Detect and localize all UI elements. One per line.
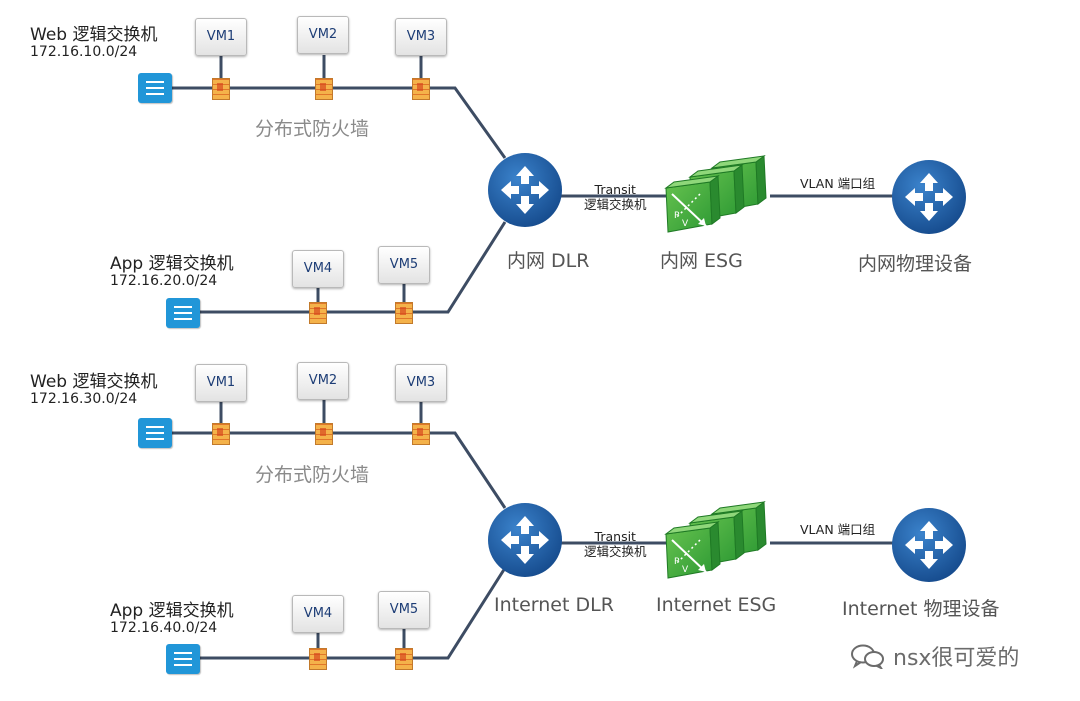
app-switch-subnet: 172.16.20.0/24 bbox=[110, 273, 218, 289]
firewall-icon bbox=[395, 648, 413, 670]
vm-box[interactable]: VM2 bbox=[297, 16, 349, 54]
transit-label-line2: 逻辑交换机 bbox=[584, 197, 647, 212]
vm-box[interactable]: VM5 bbox=[378, 591, 430, 629]
vm-box[interactable]: VM1 bbox=[195, 18, 247, 56]
physical-router-icon-top[interactable] bbox=[892, 160, 966, 234]
vm-box[interactable]: VM3 bbox=[395, 364, 447, 402]
firewall-icon bbox=[309, 302, 327, 324]
firewall-icon bbox=[212, 423, 230, 445]
physical-device-label: Internet 物理设备 bbox=[842, 598, 1000, 620]
vlan-label: VLAN 端口组 bbox=[800, 176, 876, 191]
firewall-icon bbox=[412, 423, 430, 445]
app-switch-title: App 逻辑交换机 bbox=[110, 254, 234, 274]
firewall-icon bbox=[412, 78, 430, 100]
dlr-router-icon-bottom[interactable] bbox=[488, 503, 562, 577]
web-switch-title: Web 逻辑交换机 bbox=[30, 372, 158, 392]
transit-label-line1: Transit bbox=[594, 182, 636, 197]
firewall-icon bbox=[315, 78, 333, 100]
app-logical-switch-icon[interactable] bbox=[166, 644, 200, 674]
dlr-label: Internet DLR bbox=[494, 594, 614, 616]
dlr-label: 内网 DLR bbox=[507, 250, 590, 272]
vm-box[interactable]: VM2 bbox=[297, 362, 349, 400]
transit-label: Transit 逻辑交换机 bbox=[584, 182, 647, 212]
app-switch-title: App 逻辑交换机 bbox=[110, 601, 234, 621]
dlr-router-icon-top[interactable] bbox=[488, 153, 562, 227]
wechat-icon bbox=[851, 644, 884, 671]
firewall-icon bbox=[309, 648, 327, 670]
vm-box[interactable]: VM1 bbox=[195, 364, 247, 402]
physical-device-label: 内网物理设备 bbox=[858, 253, 973, 275]
app-switch-subnet: 172.16.40.0/24 bbox=[110, 620, 218, 636]
web-logical-switch-icon[interactable] bbox=[138, 73, 172, 103]
firewall-icon bbox=[395, 302, 413, 324]
vm-box[interactable]: VM3 bbox=[395, 18, 447, 56]
web-logical-switch-icon[interactable] bbox=[138, 418, 172, 448]
esg-label: 内网 ESG bbox=[660, 250, 743, 272]
firewall-icon bbox=[315, 423, 333, 445]
esg-label: Internet ESG bbox=[656, 594, 777, 616]
vm-box[interactable]: VM4 bbox=[292, 250, 344, 288]
watermark-text: nsx很可爱的 bbox=[893, 646, 1020, 671]
esg-icon-bottom[interactable] bbox=[666, 501, 767, 578]
web-switch-title: Web 逻辑交换机 bbox=[30, 25, 158, 45]
vm-box[interactable]: VM4 bbox=[292, 595, 344, 633]
watermark: nsx很可爱的 bbox=[850, 640, 1019, 672]
dfw-label: 分布式防火墙 bbox=[255, 118, 370, 140]
dfw-label: 分布式防火墙 bbox=[255, 464, 370, 486]
connection-lines bbox=[172, 55, 895, 660]
app-logical-switch-icon[interactable] bbox=[166, 298, 200, 328]
firewall-icon bbox=[212, 78, 230, 100]
web-switch-subnet: 172.16.10.0/24 bbox=[30, 44, 138, 60]
transit-label-line1: Transit bbox=[594, 529, 636, 544]
transit-label-line2: 逻辑交换机 bbox=[584, 544, 647, 559]
physical-router-icon-bottom[interactable] bbox=[892, 508, 966, 582]
vlan-label: VLAN 端口组 bbox=[800, 522, 876, 537]
transit-label: Transit 逻辑交换机 bbox=[584, 529, 647, 559]
web-switch-subnet: 172.16.30.0/24 bbox=[30, 391, 138, 407]
esg-icon-top[interactable] bbox=[666, 155, 767, 232]
vm-box[interactable]: VM5 bbox=[378, 246, 430, 284]
